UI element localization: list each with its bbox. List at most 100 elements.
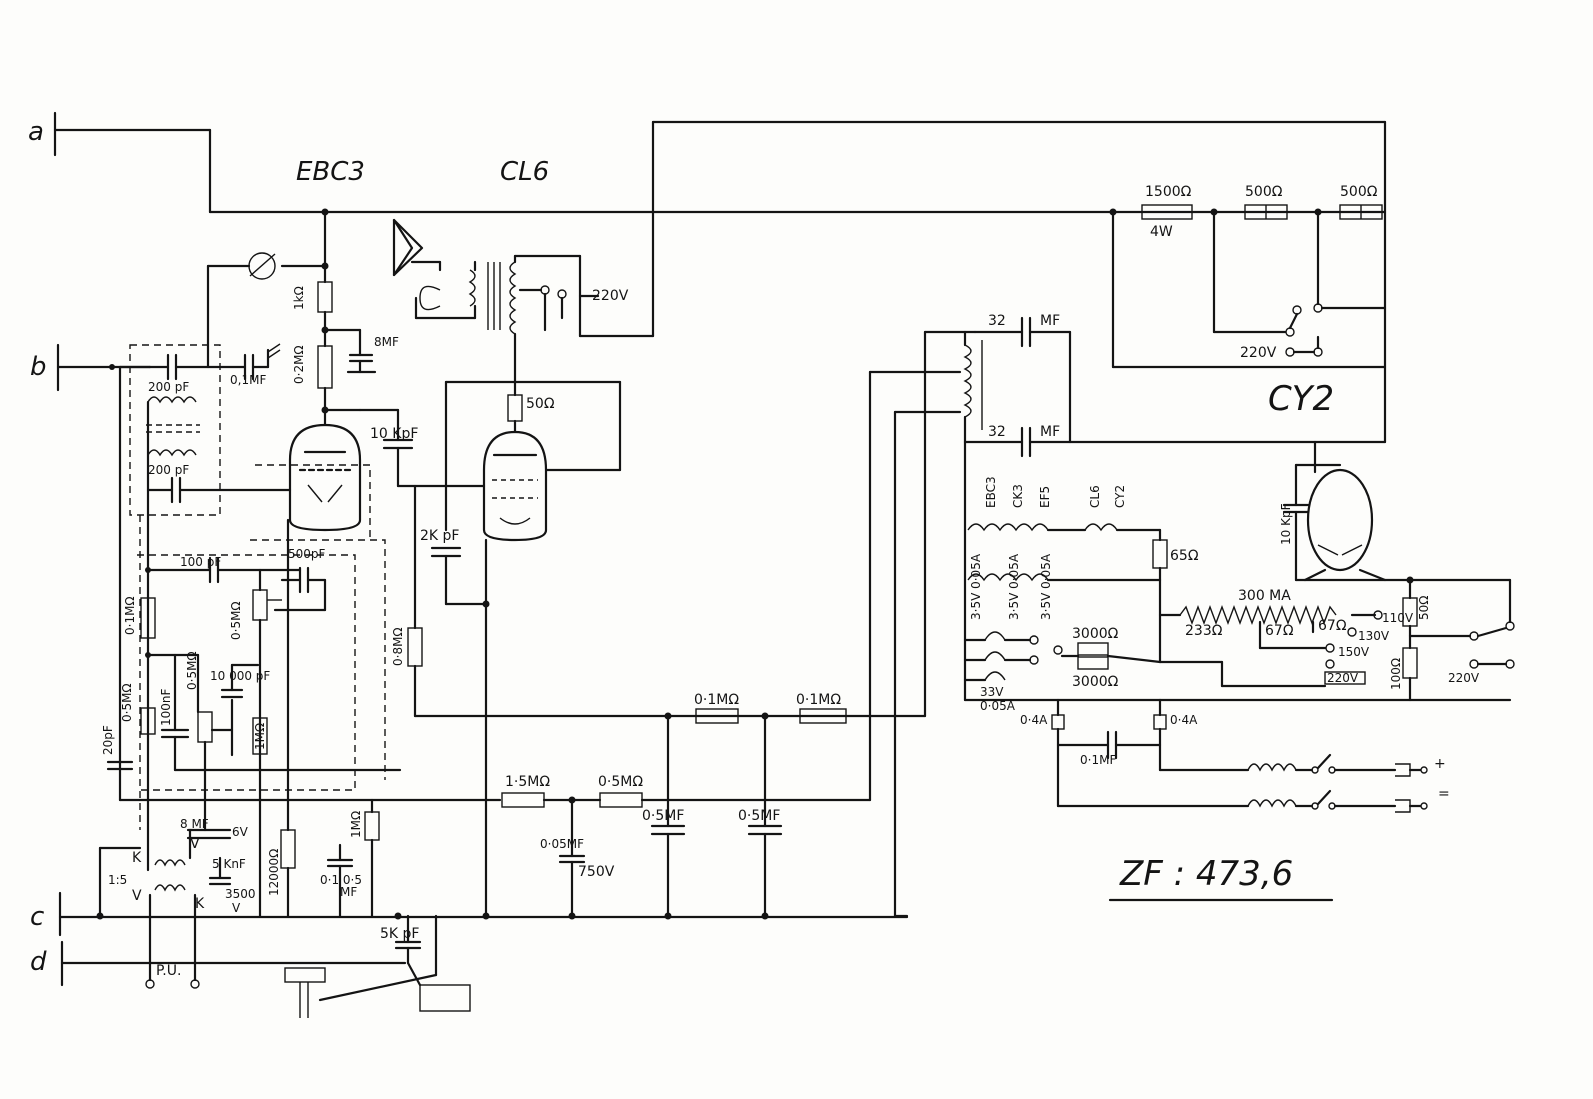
c10k-label: 10 KpF [370,426,418,442]
k1-label: K [132,850,142,866]
ebc3-stage: 1kΩ 0·2MΩ 8MF 10 KpF [206,208,418,532]
c01-05-label: 0·1 0·5 [320,873,362,887]
terminal-b-label: b [30,352,47,382]
v33-label: 33V [980,685,1004,699]
v130-label: 130V [1358,629,1390,643]
heater-chain: 65Ω EBC3 CK3 EF5 CL6 CY2 3·5V 0·05A 3·5V… [963,476,1512,813]
tube-ebc3-label: EBC3 [296,157,365,187]
r01m-a-label: 0·1MΩ [694,692,739,708]
a005-label: 0·05A [980,699,1016,713]
r15m-label: 1·5MΩ [505,774,550,790]
c200b-label: 200 pF [148,463,189,477]
c8mf-label: 8MF [374,335,399,349]
hv2-label: 3·5V 0·05A [1007,553,1021,620]
c100-label: 100 pF [180,555,221,569]
r01m-b-label: 0·1MΩ [796,692,841,708]
c10kpf-label: 10 KpF [1279,503,1293,545]
tube-cy2-label: CY2 [1268,379,1334,419]
heater-cl6-label: CL6 [1088,485,1102,508]
terminal-a-label: a [28,117,44,147]
filter-chain: 0·1MΩ 0·1MΩ 0·5MF 0·5MF 1·5MΩ 0·5MΩ 0·05… [413,330,977,918]
heater-ck3-label: CK3 [1011,484,1025,508]
r65-label: 65Ω [1170,548,1199,564]
v1-label: V [132,888,142,904]
v110-label: 110V [1382,611,1414,625]
cy2-rectifier: 10 KpF 50Ω 100Ω 220V [1279,440,1515,702]
r67b-label: 67Ω [1318,618,1347,634]
hv1-label: 3·5V 0·05A [969,553,983,620]
c5kpf-label: 5K pF [380,926,419,942]
c100n-label: 100nF [159,688,173,726]
r1m-label: 1MΩ [253,723,267,750]
v-unit-label: V [232,901,241,915]
terminal-d: d [30,940,64,987]
r1500-label: 1500Ω [1145,184,1192,200]
r100-label: 100Ω [1389,658,1403,690]
ratio-label: 1:5 [108,873,127,887]
r233-label: 233Ω [1185,623,1223,639]
r3000b-label: 3000Ω [1072,674,1119,690]
v750-label: 750V [578,864,615,880]
v2-label: V [190,836,200,852]
heater-ef5-label: EF5 [1038,486,1052,508]
r05m-b-label: 0·5MΩ [185,651,199,690]
tube-cl6-label: CL6 [500,157,549,187]
fuse-left-label: 0·4A [1020,713,1048,727]
input-coils: 200 pF 0,1MF 200 pF [109,343,371,872]
if-frequency-label: ZF : 473,6 [1119,854,1293,894]
r01m-label: 0·1MΩ [123,596,137,635]
c3500-label: 3500 [225,887,256,901]
c05b-label: 0·5MF [738,808,780,824]
c32b-label: 32 [988,424,1006,440]
v150-label: 150V [1338,645,1370,659]
hv3-label: 3·5V 0·05A [1039,553,1053,620]
if-frequency-note: ZF : 473,6 [1108,854,1334,902]
v220-top-label: 220V [592,288,629,304]
c01a-label: 0,1MF [230,373,266,387]
terminal-c: c [30,891,62,937]
c500-label: 500pF [288,547,326,561]
c8mf-6v-label: 8 MF [180,817,209,831]
r02m-label: 0·2MΩ [292,345,306,384]
c05a-label: 0·5MF [642,808,684,824]
r50b-label: 50Ω [1417,596,1431,620]
fuse-right-label: 0·4A [1170,713,1198,727]
c2k-label: 2K pF [420,528,459,544]
c005-label: 0·05MF [540,837,584,851]
terminal-a: a [28,111,212,157]
r1m-b-label: 1MΩ [349,811,363,838]
plus-label: + [1434,756,1446,772]
heater-dropper-chain: 1500Ω 4W 500Ω 500Ω 220V [1109,184,1387,369]
r1k-label: 1kΩ [292,286,306,310]
dc-label: = [1438,786,1450,802]
r500b-label: 500Ω [1340,184,1378,200]
c32a-unit-label: MF [1040,313,1060,329]
c5k-label: 5 KnF [212,857,246,871]
c32a-label: 32 [988,313,1006,329]
heater-ebc3-label: EBC3 [984,476,998,508]
heater-cy2-label: CY2 [1113,485,1127,508]
c200a-label: 200 pF [148,380,189,394]
r50-label: 50Ω [526,396,555,412]
r08m-label: 0·8MΩ [391,627,405,666]
k2-label: K [195,896,205,912]
pickup-section: K K V V 1:5 P.U. 8 MF 6V 5 KnF 3500 V 1M… [96,788,769,1018]
terminal-c-label: c [30,902,44,932]
terminal-d-label: d [30,947,47,977]
r1500-watt-label: 4W [1150,224,1173,240]
c32b-unit-label: MF [1040,424,1060,440]
c-mf-label: MF [340,885,357,899]
r12000-label: 12000Ω [267,849,281,896]
r67a-label: 67Ω [1265,623,1294,639]
r05m-left-label: 0·5MΩ [120,683,134,722]
r500a-label: 500Ω [1245,184,1283,200]
v220-selector-label: 220V [1240,345,1277,361]
c10000-label: 10 000 pF [210,669,270,683]
r300-label: 300 MA [1238,588,1291,604]
detector-network: 100 pF 0·1MΩ 0·5MΩ 100nF 0·5MΩ 10 000 pF… [101,518,502,918]
v6-label: 6V [232,825,249,839]
r05m-c-label: 0·5MΩ [598,774,643,790]
r3000a-label: 3000Ω [1072,626,1119,642]
